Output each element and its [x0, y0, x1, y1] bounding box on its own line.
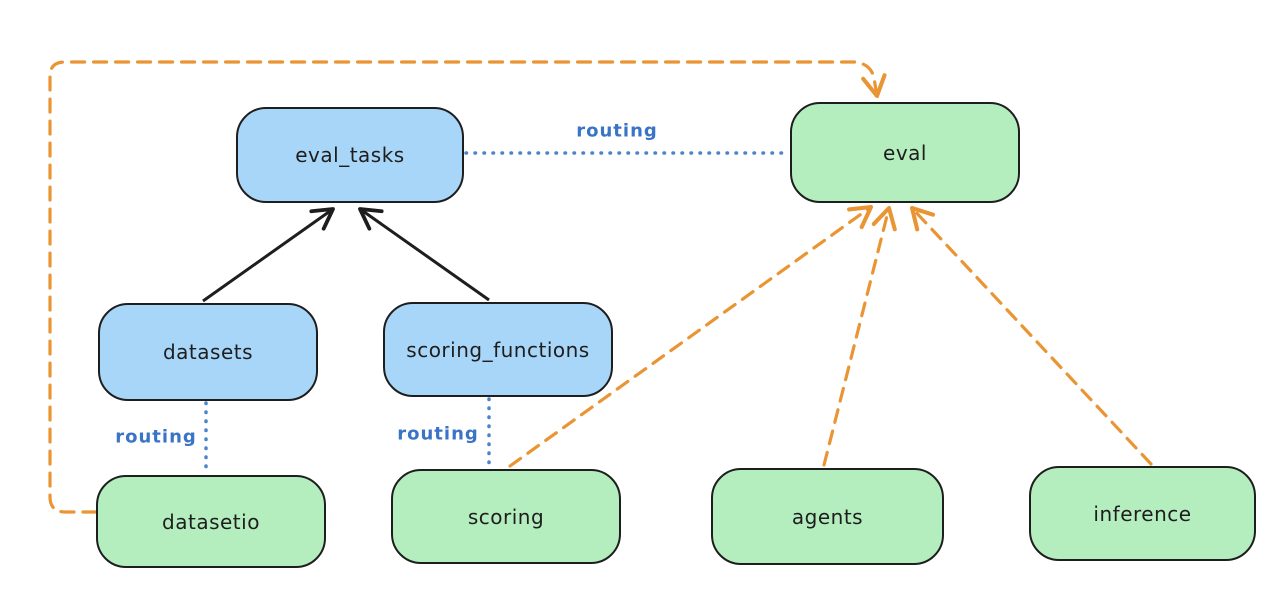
node-scoring-functions-label: scoring_functions: [406, 337, 590, 362]
edge-label-routing-eval-tasks-eval: routing: [576, 120, 658, 142]
edge-scoring-to-eval: [508, 204, 874, 468]
edge-datasetio-to-eval: [48, 60, 887, 514]
node-eval-tasks: eval_tasks: [236, 107, 464, 203]
edge-label-routing-datasets-datasetio: routing: [115, 426, 197, 448]
node-inference-label: inference: [1093, 501, 1192, 526]
node-eval: eval: [790, 102, 1020, 203]
node-scoring: scoring: [391, 469, 621, 564]
edge-inference-to-eval: [909, 205, 1153, 466]
node-scoring-functions: scoring_functions: [383, 302, 613, 397]
node-datasets-label: datasets: [162, 340, 254, 364]
edge-scoring_functions-to-eval_tasks: [358, 207, 490, 302]
node-inference: inference: [1029, 466, 1256, 561]
edge-label-routing-scoring-functions-scoring: routing: [397, 423, 479, 445]
node-eval-label: eval: [883, 140, 927, 165]
node-eval-tasks-label: eval_tasks: [295, 143, 405, 167]
node-scoring-label: scoring: [467, 504, 545, 529]
node-agents-label: agents: [791, 504, 864, 529]
node-datasetio-label: datasetio: [162, 509, 260, 534]
edge-datasets-to-eval_tasks: [202, 207, 335, 303]
node-datasets: datasets: [98, 303, 318, 401]
edge-agents-to-eval: [822, 205, 897, 467]
node-agents: agents: [711, 468, 944, 565]
node-datasetio: datasetio: [96, 475, 326, 568]
